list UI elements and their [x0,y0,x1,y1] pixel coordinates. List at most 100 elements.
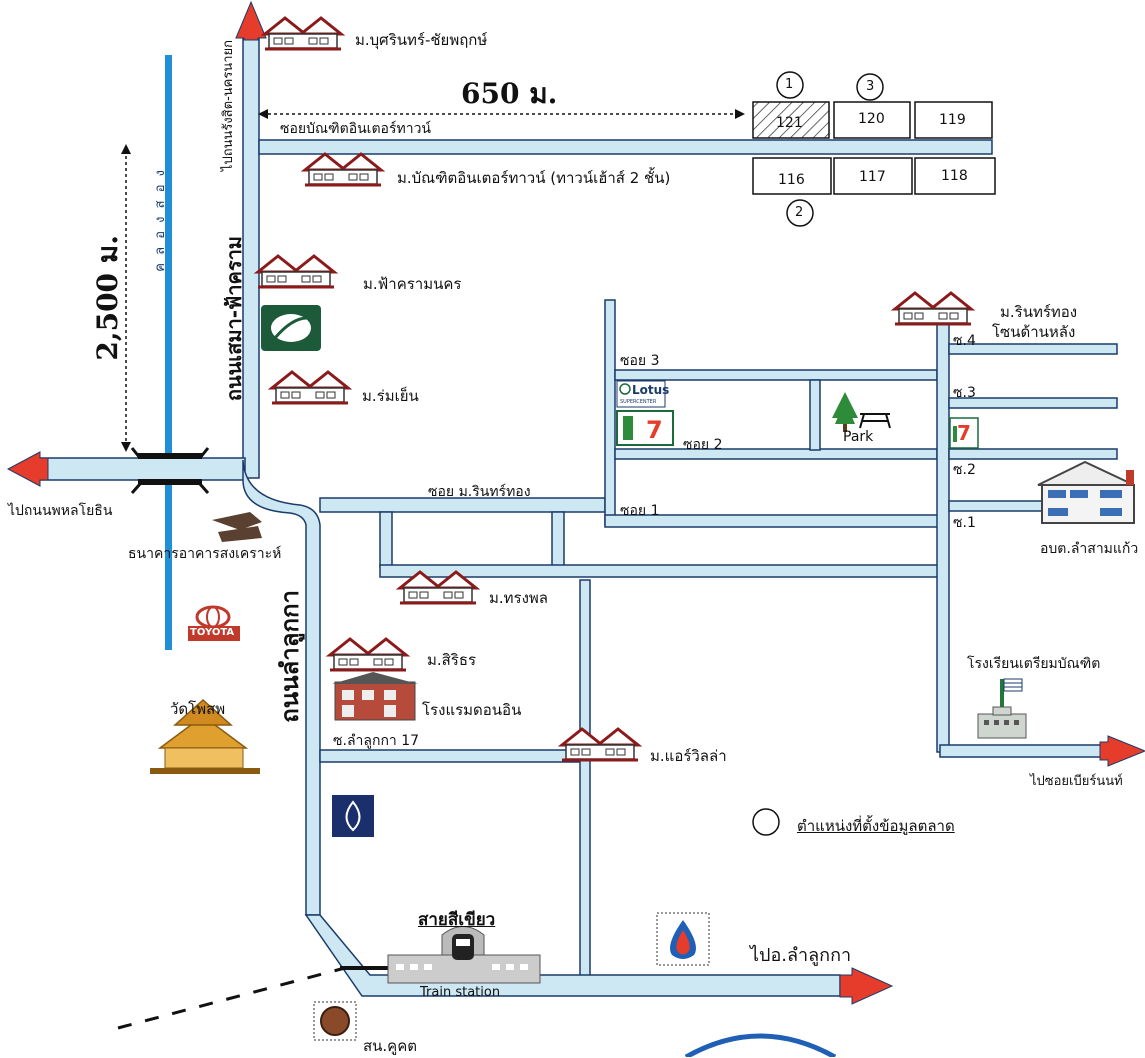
place-label-wat: วัดโพสพ [170,700,226,718]
bank-icon [212,512,262,542]
marker-label-2: 2 [795,205,804,220]
road-s2 [948,448,1118,460]
place-label-obt: อบต.ลำสามแก้ว [1040,541,1139,557]
road-s4 [948,343,1118,355]
place-label-park: Park [843,429,874,445]
village-label-busarin: ม.บุศรินทร์-ชัยพฤกษ์ [355,31,488,49]
road-vertical-mid [579,579,591,981]
place-label-school: โรงเรียนเตรียมบัณฑิต [967,656,1101,672]
road-label-to-lamlukka: ไปอ.ลำลูกกา [750,945,852,966]
arrow-icon [235,0,267,41]
road-link-a [379,511,393,568]
village-label-fakram: ม.ฟ้าครามนคร [363,275,462,293]
seven-eleven-icon: 7 [616,410,674,446]
house-icon [328,637,408,672]
road-soi-2 [614,448,938,460]
road-label-phaholyothin: ไปถนนพหลโยธิน [8,503,113,519]
marker-circle-1 [776,71,804,99]
canal-khlong-song [165,55,172,650]
road-label-soi3: ซอย 3 [620,353,660,369]
house-icon [560,727,640,762]
marker-circle-2 [786,199,814,227]
road-label-soi2: ซอย 2 [683,437,723,453]
place-label-hotel: โรงแรมดอนอิน [422,701,522,719]
village-label-romyen: ม.ร่มเย็น [362,387,419,405]
marker-label-1: 1 [785,77,794,92]
lot-117 [833,157,913,195]
picnic-table-icon [859,413,891,429]
lot-119 [914,101,993,139]
road-park-link [809,379,821,451]
road-label-sema-fakram: ถนนเสมา-ฟ้าคราม [222,236,246,402]
house-icon [303,152,383,187]
road-label-soi17: ซ.ลำลูกกา 17 [333,733,420,749]
distance-label-vertical: 2,500 ม. [91,235,124,361]
marker-label-3: 3 [866,79,875,94]
arrow-icon [1099,735,1145,767]
rail-line [117,966,346,1030]
village-label-rinthong-zone: โซนด้านหลัง [992,323,1076,341]
lot-118 [914,157,996,195]
lot-label-121: 121 [776,115,803,131]
lotus-logo-icon [616,380,666,408]
lot-label-120: 120 [858,111,885,127]
road-label-s1: ซ.1 [953,515,976,531]
lot-label-117: 117 [859,169,886,185]
tree-icon [832,392,858,432]
legend-label: ตำแหน่งที่ตั้งข้อมูลตลาด [797,817,955,835]
place-label-train-station: Train station [420,985,501,1000]
bank-icon [332,795,374,837]
toyota-label: TOYOTA [190,627,235,638]
road-link-b [551,511,565,568]
hotel-icon [332,672,418,721]
place-label-bank-gh: ธนาคารอาคารสงเคราะห์ [128,546,282,562]
train-icon [387,926,541,984]
village-label-airvilla: ม.แอร์วิลล่า [650,747,727,765]
bridge [130,447,210,494]
road-to-phaholyothin [39,457,246,481]
school-icon [977,678,1027,739]
road-network [39,37,1118,997]
partial-logo-arc [684,1033,837,1057]
lotus-label: Lotus [632,383,670,397]
village-label-songphon: ม.ทรงพล [489,589,549,607]
road-s3 [948,397,1118,409]
road-rinthong-main [936,321,950,753]
bank-icon [261,305,321,351]
arrow-icon [839,967,894,1005]
distance-label-horizontal: 650 ม. [461,77,558,110]
lot-label-118: 118 [941,168,968,184]
place-label-kukot: สน.คูคต [363,1037,417,1055]
village-label-sirithon: ม.สิริธร [427,651,477,669]
road-to-bearnat [939,744,1111,758]
lot-label-116: 116 [778,172,805,188]
svg-text:7: 7 [957,421,971,445]
house-icon [256,254,336,289]
village-label-rinthong: ม.รินทร์ทอง [1000,303,1078,321]
office-building-icon [1037,460,1135,524]
lot-120 [833,101,911,139]
place-label-train-line: สายสีเขียว [418,910,496,930]
road-label-soi-bandit: ซอยบัณฑิตอินเตอร์ทาวน์ [280,121,432,137]
road-label-soi-rinthong: ซอย ม.รินทร์ทอง [428,484,531,500]
canal-label: ค ล อ ง ส อ ง [153,168,168,272]
road-label-s2: ซ.2 [953,462,976,478]
village-label-bandit: ม.บัณฑิตอินเตอร์ทาวน์ (ทาวน์เฮ้าส์ 2 ชั้… [397,169,671,187]
road-label-rangsit: ไปถนนรังสิต-นครนายก [221,40,236,172]
lot-121 [752,101,830,139]
lotus-sub-label: SUPERCENTER [620,399,657,405]
ptt-logo-icon [656,912,710,966]
svg-text:7: 7 [646,416,663,444]
lot-116 [752,157,832,195]
road-soi-bandit [258,139,993,155]
road-label-s4: ซ.4 [953,333,976,349]
road-label-bearnat: ไปซอยเบียร์นนท์ [1030,774,1123,789]
road-soi-3 [614,369,938,381]
road-soi-connector [604,299,616,526]
marker-circle-3 [856,73,884,101]
temple-icon [150,698,260,774]
road-lower-loop [379,564,941,578]
toyota-logo-icon [188,605,240,641]
house-icon [893,291,973,326]
